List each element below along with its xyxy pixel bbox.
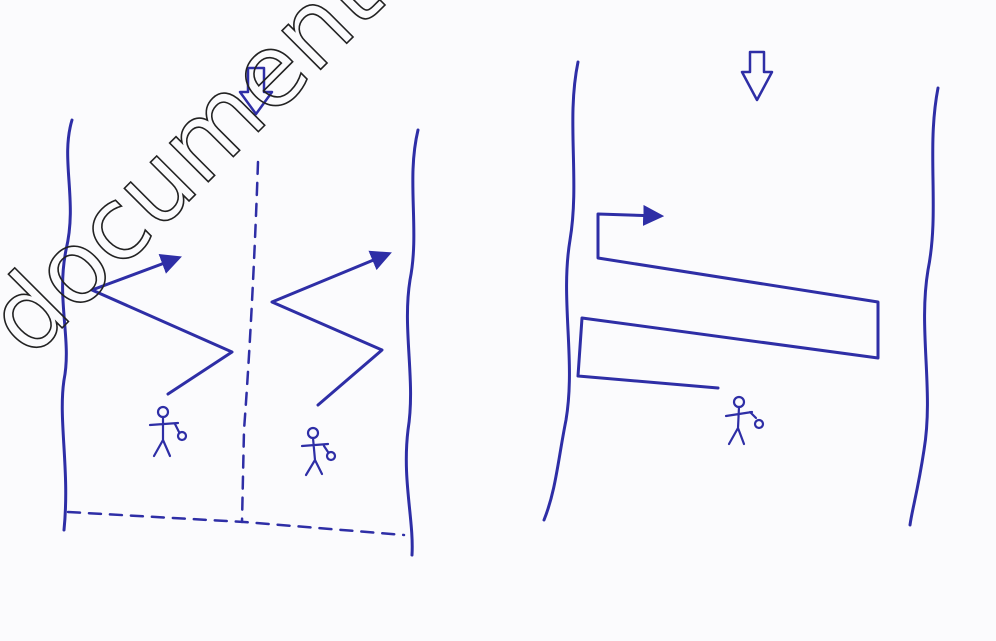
right-bank-line [908,86,940,527]
center-divider-line [240,160,260,524]
flow-down-arrow-icon [238,66,274,116]
left-bank-line [542,60,580,522]
zigzag-path-arrow [270,250,392,407]
left-bank-line [60,118,74,532]
zigzag-path-arrow [90,254,234,396]
player-with-racket-icon [300,426,337,477]
serpentine-path-arrow [576,204,880,390]
right-sketch [542,50,940,527]
flow-down-arrow-icon [740,50,774,102]
right-bank-line [404,128,420,557]
player-with-racket-icon [724,395,765,446]
player-with-racket-icon [148,405,188,458]
bottom-dashed-line [66,510,406,537]
left-sketch [60,66,420,557]
